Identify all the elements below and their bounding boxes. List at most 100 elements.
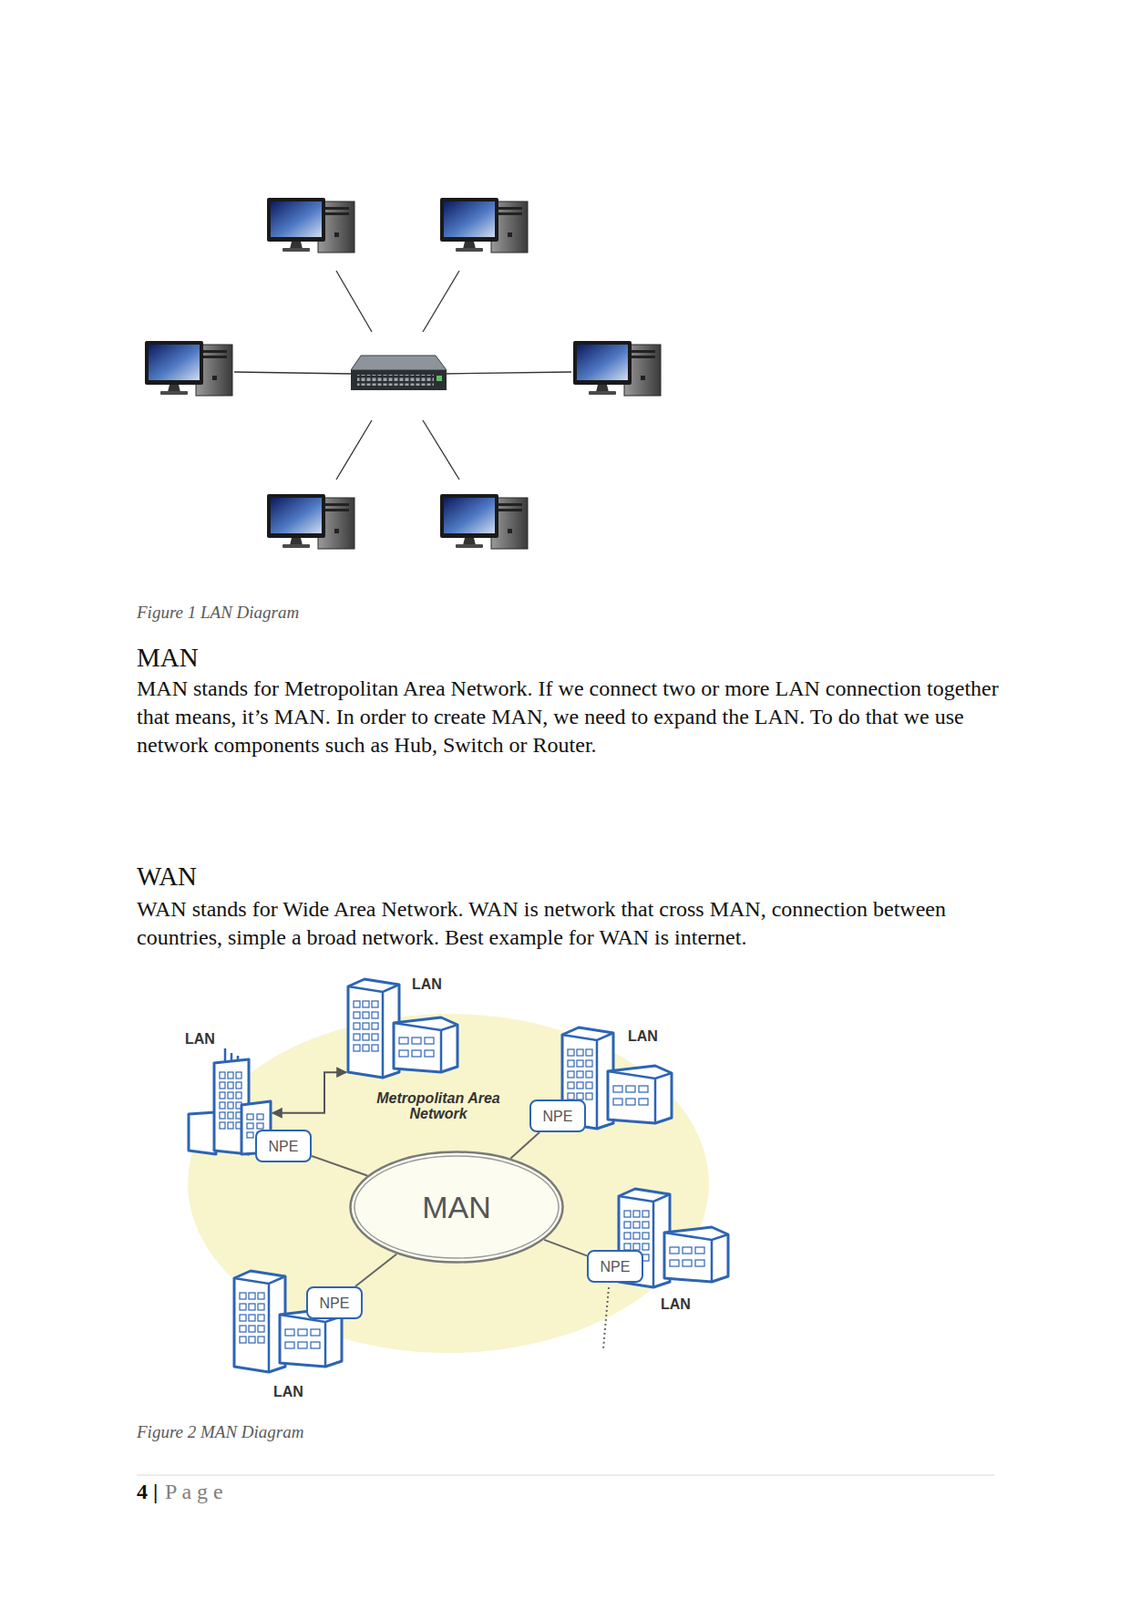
npe-box: NPE — [306, 1285, 363, 1319]
window — [246, 1113, 254, 1120]
npe-label: NPE — [268, 1137, 299, 1155]
window — [411, 1049, 422, 1057]
building — [348, 978, 458, 1078]
npe-label: NPE — [319, 1294, 350, 1312]
window — [695, 1246, 705, 1254]
arrow-link — [272, 1071, 347, 1113]
footer-rule — [136, 1474, 995, 1476]
window — [353, 1011, 360, 1018]
window — [227, 1071, 234, 1079]
window — [219, 1091, 226, 1099]
wire — [443, 371, 572, 374]
lan-label: LAN — [660, 1294, 691, 1313]
window — [285, 1328, 295, 1336]
computer-icon — [440, 197, 528, 253]
window — [567, 1070, 575, 1078]
window — [257, 1335, 265, 1343]
window — [227, 1091, 234, 1099]
building-face — [618, 1188, 670, 1287]
ring-outer — [350, 1151, 564, 1263]
window — [371, 1033, 379, 1040]
section-heading: WAN — [136, 861, 197, 892]
link-line — [544, 1239, 587, 1255]
page-footer: P a g e — [164, 1478, 224, 1504]
window — [236, 1091, 242, 1099]
lan-building: LAN — [346, 976, 460, 1079]
window — [353, 1044, 360, 1051]
building-edge — [279, 1314, 342, 1367]
window — [576, 1070, 584, 1078]
building-edge — [618, 1193, 670, 1287]
window — [219, 1071, 226, 1079]
body-paragraph: WAN stands for Wide Area Network. WAN is… — [136, 894, 1003, 952]
window — [633, 1210, 640, 1217]
window — [246, 1122, 254, 1129]
building-face — [607, 1065, 672, 1123]
window — [246, 1131, 254, 1138]
window — [236, 1081, 242, 1089]
window — [624, 1253, 631, 1261]
window — [371, 1044, 379, 1051]
window — [638, 1085, 648, 1092]
window — [424, 1049, 434, 1057]
window — [257, 1314, 265, 1321]
window — [424, 1037, 434, 1044]
window — [669, 1246, 679, 1254]
window — [642, 1210, 649, 1217]
building-icon — [346, 976, 460, 1079]
building-face — [234, 1270, 286, 1372]
wire — [422, 420, 460, 480]
building-edge — [607, 1070, 672, 1123]
window — [353, 1033, 360, 1040]
window — [642, 1253, 649, 1261]
building-face — [393, 1017, 458, 1072]
building-edge — [393, 1022, 458, 1072]
window — [239, 1335, 247, 1343]
wire — [422, 270, 460, 332]
window — [285, 1341, 295, 1348]
building-face — [664, 1226, 729, 1282]
building-edge — [348, 984, 400, 1078]
window — [236, 1101, 242, 1109]
computer-icon — [440, 493, 528, 549]
building-edge — [664, 1232, 729, 1282]
window — [227, 1101, 234, 1109]
window — [585, 1059, 593, 1067]
window — [585, 1081, 593, 1089]
npe-label: NPE — [543, 1107, 574, 1125]
wire — [336, 420, 372, 480]
window — [248, 1292, 256, 1299]
window — [411, 1037, 422, 1044]
lan-label: LAN — [411, 975, 442, 993]
building-face — [348, 978, 400, 1078]
window — [669, 1259, 679, 1266]
wire — [234, 371, 352, 374]
lan-label: LAN — [184, 1029, 216, 1048]
computer-icon — [573, 340, 661, 396]
window — [371, 1000, 379, 1007]
window — [236, 1121, 242, 1129]
window — [576, 1092, 584, 1100]
window — [576, 1059, 584, 1067]
window — [362, 1000, 370, 1007]
window — [257, 1303, 265, 1310]
window — [248, 1303, 256, 1310]
window — [682, 1246, 692, 1254]
window — [239, 1303, 247, 1310]
building — [618, 1188, 729, 1287]
window — [399, 1049, 409, 1057]
diagram-label: Metropolitan Area Network — [362, 1089, 514, 1121]
window — [613, 1085, 623, 1092]
window — [624, 1243, 631, 1250]
npe-box: NPE — [529, 1099, 586, 1132]
npe-label: NPE — [600, 1257, 631, 1275]
window — [248, 1335, 256, 1343]
window — [219, 1111, 226, 1119]
window — [642, 1243, 649, 1250]
window — [248, 1325, 256, 1332]
window — [362, 1022, 370, 1029]
window — [585, 1048, 593, 1056]
